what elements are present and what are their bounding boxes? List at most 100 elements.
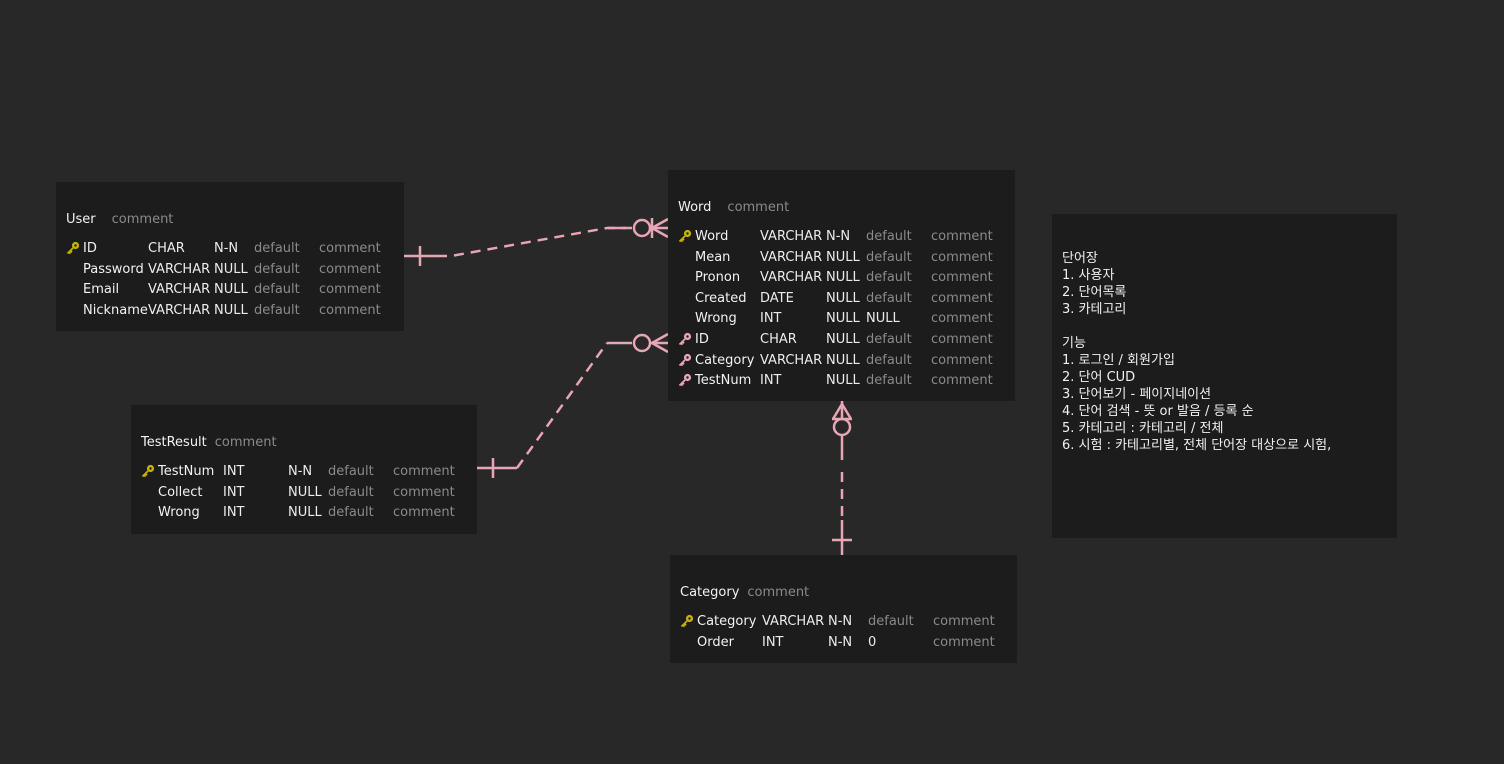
- column-null[interactable]: NULL: [826, 352, 860, 368]
- column-comment[interactable]: comment: [933, 634, 995, 650]
- column-name[interactable]: Password: [83, 261, 144, 277]
- column-comment[interactable]: comment: [319, 302, 381, 318]
- column-comment[interactable]: comment: [319, 282, 381, 298]
- table-comment[interactable]: comment: [111, 212, 174, 227]
- column-name[interactable]: Email: [83, 282, 120, 298]
- column-null[interactable]: N-N: [826, 229, 851, 244]
- column-comment[interactable]: comment: [931, 249, 993, 265]
- column-null[interactable]: N-N: [828, 634, 853, 650]
- table-name[interactable]: Word: [678, 200, 712, 215]
- column-name[interactable]: Category: [697, 614, 757, 629]
- memo-text[interactable]: 단어장 1. 사용자 2. 단어목록 3. 카테고리 기능 1. 로그인 / 회…: [1062, 251, 1332, 453]
- relation-testresult-word[interactable]: [477, 332, 669, 478]
- column-type[interactable]: DATE: [760, 290, 794, 306]
- column-comment[interactable]: comment: [931, 352, 993, 368]
- column-type[interactable]: CHAR: [148, 241, 185, 256]
- column-name[interactable]: Word: [695, 229, 729, 244]
- column-type[interactable]: VARCHAR: [760, 270, 823, 286]
- column-type[interactable]: CHAR: [760, 332, 797, 347]
- column-comment[interactable]: comment: [931, 290, 993, 306]
- column-name[interactable]: TestNum: [695, 373, 752, 389]
- memo-note[interactable]: 단어장 1. 사용자 2. 단어목록 3. 카테고리 기능 1. 로그인 / 회…: [1052, 214, 1397, 538]
- column-row[interactable]: ID CHAR N-N default comment: [56, 239, 404, 259]
- column-null[interactable]: NULL: [214, 302, 248, 318]
- column-name[interactable]: Order: [697, 634, 734, 650]
- column-comment[interactable]: comment: [931, 270, 993, 286]
- column-comment[interactable]: comment: [933, 614, 995, 629]
- column-null[interactable]: NULL: [288, 484, 322, 500]
- column-type[interactable]: INT: [223, 484, 245, 500]
- column-type[interactable]: VARCHAR: [762, 614, 825, 629]
- column-row[interactable]: ID CHAR NULL default comment: [668, 330, 1015, 350]
- column-comment[interactable]: comment: [931, 229, 993, 244]
- column-default[interactable]: default: [868, 614, 914, 629]
- column-null[interactable]: NULL: [826, 270, 860, 286]
- column-name[interactable]: Nickname: [83, 302, 148, 318]
- column-default[interactable]: default: [866, 332, 912, 347]
- column-name[interactable]: Pronon: [695, 270, 741, 286]
- column-type[interactable]: INT: [762, 634, 784, 650]
- column-name[interactable]: Wrong: [158, 505, 200, 521]
- column-comment[interactable]: comment: [393, 464, 455, 479]
- table-comment[interactable]: comment: [727, 200, 790, 215]
- table-name[interactable]: Category: [680, 585, 740, 600]
- column-comment[interactable]: comment: [931, 373, 993, 389]
- column-null[interactable]: NULL: [826, 373, 860, 389]
- column-null[interactable]: NULL: [826, 332, 860, 347]
- column-comment[interactable]: comment: [319, 241, 381, 256]
- table-name[interactable]: TestResult: [141, 435, 207, 450]
- column-null[interactable]: N-N: [828, 614, 853, 629]
- column-null[interactable]: NULL: [826, 311, 860, 327]
- column-name[interactable]: Mean: [695, 249, 731, 265]
- column-default[interactable]: 0: [868, 634, 877, 650]
- column-type[interactable]: VARCHAR: [148, 302, 211, 318]
- column-type[interactable]: INT: [760, 373, 782, 389]
- column-name[interactable]: ID: [83, 241, 97, 256]
- column-null[interactable]: NULL: [826, 290, 860, 306]
- column-comment[interactable]: comment: [319, 261, 381, 277]
- column-null[interactable]: NULL: [214, 261, 248, 277]
- column-default[interactable]: default: [254, 261, 300, 277]
- column-name[interactable]: ID: [695, 332, 709, 347]
- column-default[interactable]: default: [254, 282, 300, 298]
- column-default[interactable]: default: [866, 373, 912, 389]
- column-name[interactable]: TestNum: [158, 464, 215, 479]
- column-null[interactable]: N-N: [214, 241, 239, 256]
- column-type[interactable]: VARCHAR: [760, 229, 823, 244]
- relation-user-word[interactable]: [404, 217, 669, 266]
- column-type[interactable]: VARCHAR: [760, 352, 823, 368]
- column-default[interactable]: default: [328, 464, 374, 479]
- column-comment[interactable]: comment: [931, 332, 993, 347]
- column-name[interactable]: Category: [695, 352, 755, 368]
- column-type[interactable]: VARCHAR: [760, 249, 823, 265]
- column-default[interactable]: NULL: [866, 311, 900, 327]
- relation-category-word[interactable]: [831, 401, 853, 555]
- column-default[interactable]: default: [866, 352, 912, 368]
- column-default[interactable]: default: [254, 241, 300, 256]
- table-comment[interactable]: comment: [747, 585, 810, 600]
- table-comment[interactable]: comment: [214, 435, 277, 450]
- column-name[interactable]: Wrong: [695, 311, 737, 327]
- column-null[interactable]: N-N: [288, 464, 313, 479]
- column-null[interactable]: NULL: [826, 249, 860, 265]
- column-default[interactable]: default: [866, 229, 912, 244]
- column-default[interactable]: default: [328, 484, 374, 500]
- column-comment[interactable]: comment: [931, 311, 993, 327]
